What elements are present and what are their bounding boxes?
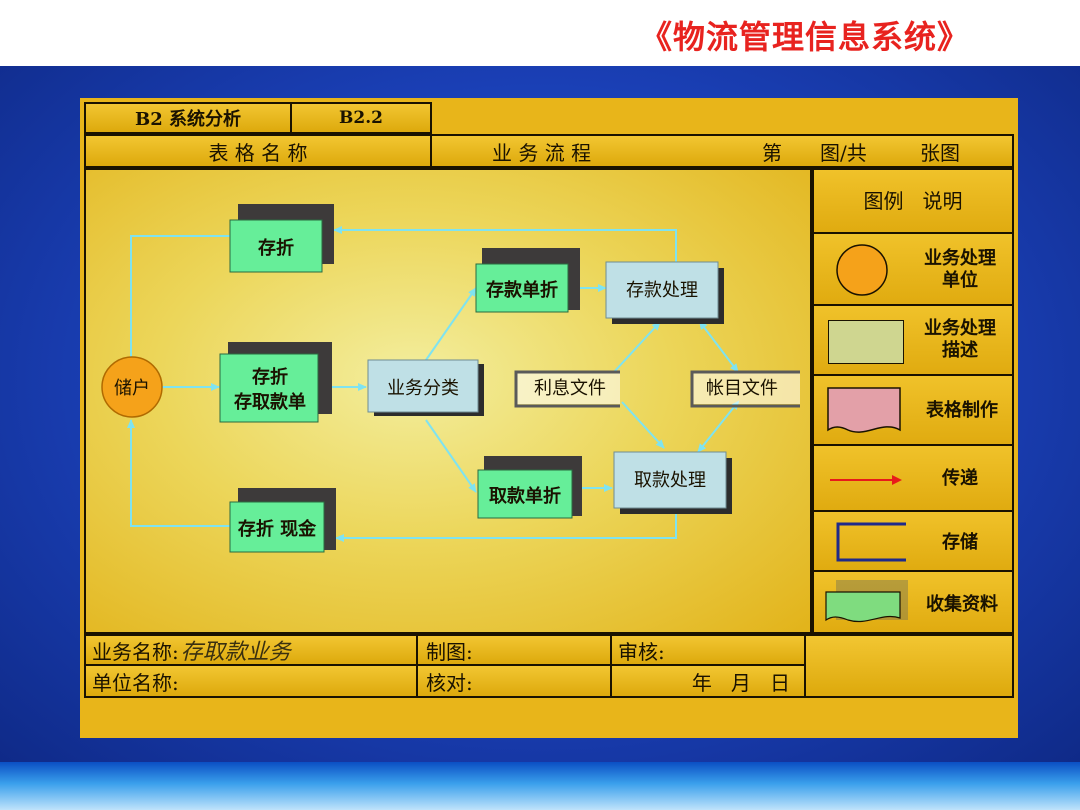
doc-passbook-top: 存折	[229, 204, 334, 273]
bottom-gradient-band	[0, 762, 1080, 810]
unit-name-label: 单位名称:	[92, 670, 179, 695]
process-withdraw-label: 取款处理	[634, 470, 706, 491]
section-cell: B2 系统分析	[84, 102, 292, 134]
legend-label-circle: 业务处理 单位	[924, 248, 996, 291]
review-label: 审核:	[618, 639, 665, 664]
flow-diagram: 储户 存折 存折 存取款单 存折 现金 存款单折	[101, 204, 800, 553]
store-account: 帐目文件	[690, 370, 800, 408]
page-suffix: 张图	[920, 140, 960, 165]
check-cell: 核对:	[416, 664, 612, 698]
form-name-label: 表 格 名 称	[208, 140, 308, 165]
doc-passbook-cash-label: 存折 现金	[238, 518, 317, 540]
doc-withdraw-slip-label: 取款单折	[489, 485, 561, 507]
drawn-cell: 制图:	[416, 634, 612, 666]
legend-item-circle: 业务处理 单位	[812, 232, 1014, 306]
flow-withdraw-to-cash	[335, 514, 677, 542]
legend-item-arrow: 传递	[812, 444, 1014, 512]
doc-passbook-cash: 存折 现金	[229, 488, 336, 553]
page-prefix: 第	[762, 140, 782, 165]
check-label: 核对:	[426, 670, 473, 695]
doc-passbook-slip-line2: 存取款单	[234, 391, 306, 413]
store-account-label: 帐目文件	[706, 378, 778, 399]
section-label: B2 系统分析	[134, 109, 241, 130]
store-interest: 利息文件	[514, 370, 620, 408]
doc-deposit-slip: 存款单折	[475, 248, 580, 313]
flow-deposit-account	[698, 320, 739, 373]
doc-deposit-slip-label: 存款单折	[486, 279, 558, 301]
drawn-label: 制图:	[426, 639, 473, 664]
footer-right-cell	[804, 634, 1014, 698]
customer-label: 储户	[114, 378, 150, 399]
diagram-area: 储户 存折 存折 存取款单 存折 现金 存款单折	[84, 168, 812, 634]
legend-item-collect: 收集资料	[812, 570, 1014, 634]
page-mid: 图/共	[820, 140, 867, 165]
date-cell: 年 月 日	[610, 664, 806, 698]
page-title: 《物流管理信息系统》	[640, 18, 971, 56]
process-deposit-label: 存款处理	[626, 280, 698, 301]
flow-classify-to-deposit-slip	[425, 287, 477, 361]
store-interest-label: 利息文件	[534, 378, 606, 399]
process-withdraw: 取款处理	[613, 451, 732, 514]
biz-name-value: 存取款业务	[180, 640, 291, 665]
doc-passbook-slip-line1: 存折	[252, 366, 288, 388]
legend-label-collect: 收集资料	[926, 594, 998, 615]
flow-interest-to-deposit	[613, 321, 661, 373]
date-label: 年 月 日	[691, 670, 790, 695]
document-icon	[827, 387, 901, 433]
flow-classify-to-withdraw-slip	[425, 419, 477, 493]
code-cell: B2.2	[290, 102, 432, 134]
legend-item-document: 表格制作	[812, 374, 1014, 446]
customer-node: 储户	[101, 356, 163, 418]
legend-label-storage: 存储	[942, 532, 978, 553]
code-label: B2.2	[339, 108, 383, 128]
flow-label: 业 务 流 程	[492, 140, 592, 165]
flow-account-withdraw	[697, 400, 740, 453]
legend-label-document: 表格制作	[926, 400, 998, 421]
process-classify: 业务分类	[367, 359, 484, 416]
review-cell: 审核:	[610, 634, 806, 666]
legend-item-storage: 存储	[812, 510, 1014, 572]
rect-icon	[828, 320, 904, 364]
biz-name-label: 业务名称:	[92, 639, 179, 664]
process-classify-label: 业务分类	[387, 378, 459, 399]
legend-panel: 图例 说明 业务处理 单位 业务处理 描述 表格制作 传递 存储	[812, 168, 1014, 634]
unit-name-cell: 单位名称:	[84, 664, 418, 698]
storage-icon	[836, 522, 906, 562]
circle-icon	[836, 244, 888, 296]
flow-cell: 业 务 流 程 第 图/共 张图	[430, 134, 1014, 168]
flow-passbook-to-customer	[127, 235, 232, 369]
arrow-icon	[830, 475, 902, 485]
collect-icon	[825, 580, 908, 622]
legend-title: 图例 说明	[863, 189, 963, 213]
flow-deposit-to-passbook	[333, 226, 677, 262]
legend-label-rect: 业务处理 描述	[924, 318, 996, 361]
process-deposit: 存款处理	[605, 261, 724, 324]
doc-passbook-slip: 存折 存取款单	[219, 342, 332, 423]
biz-name-cell: 业务名称: 存取款业务	[84, 634, 418, 666]
doc-passbook-top-label: 存折	[258, 237, 294, 259]
doc-withdraw-slip: 取款单折	[477, 456, 582, 519]
form-name-cell: 表 格 名 称	[84, 134, 432, 168]
legend-title-cell: 图例 说明	[812, 168, 1014, 234]
flow-cash-to-customer	[127, 419, 230, 527]
legend-label-arrow: 传递	[942, 468, 978, 489]
legend-item-rect: 业务处理 描述	[812, 304, 1014, 376]
flow-interest-to-withdraw	[621, 401, 665, 449]
